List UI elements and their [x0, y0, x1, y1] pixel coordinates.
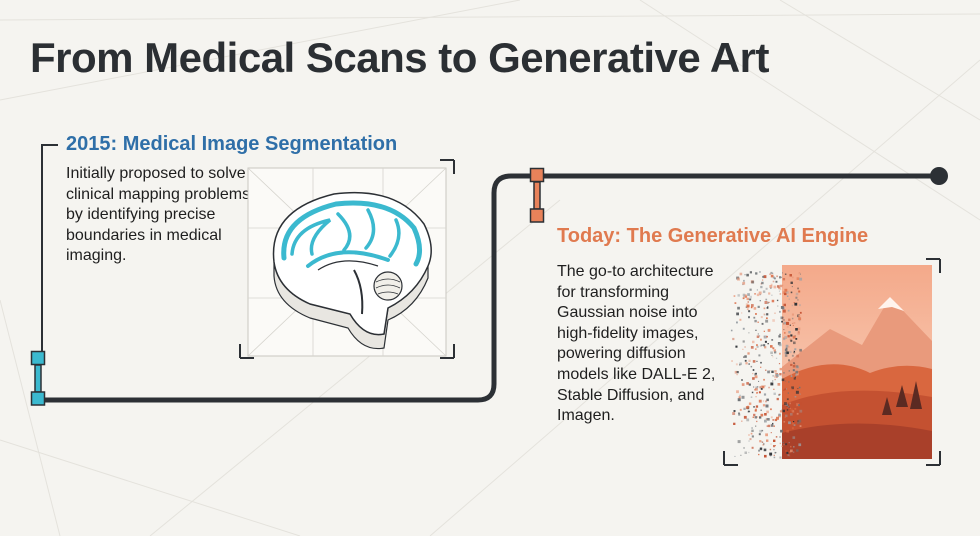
milestone-heading-2015: 2015: Medical Image Segmentation — [66, 133, 398, 155]
brain-illustration — [238, 158, 456, 366]
milestone-marker-today — [529, 167, 545, 223]
milestone-description-2015: Initially proposed to solve clinical map… — [66, 165, 251, 264]
landscape-illustration — [720, 257, 942, 467]
milestone-marker-2015 — [30, 350, 46, 406]
milestone-description-today: The go-to architecture for transforming … — [557, 263, 716, 425]
timeline-end-dot — [930, 167, 948, 185]
milestone-heading-today: Today: The Generative AI Engine — [557, 225, 869, 247]
page-title: From Medical Scans to Generative Art — [30, 34, 770, 81]
